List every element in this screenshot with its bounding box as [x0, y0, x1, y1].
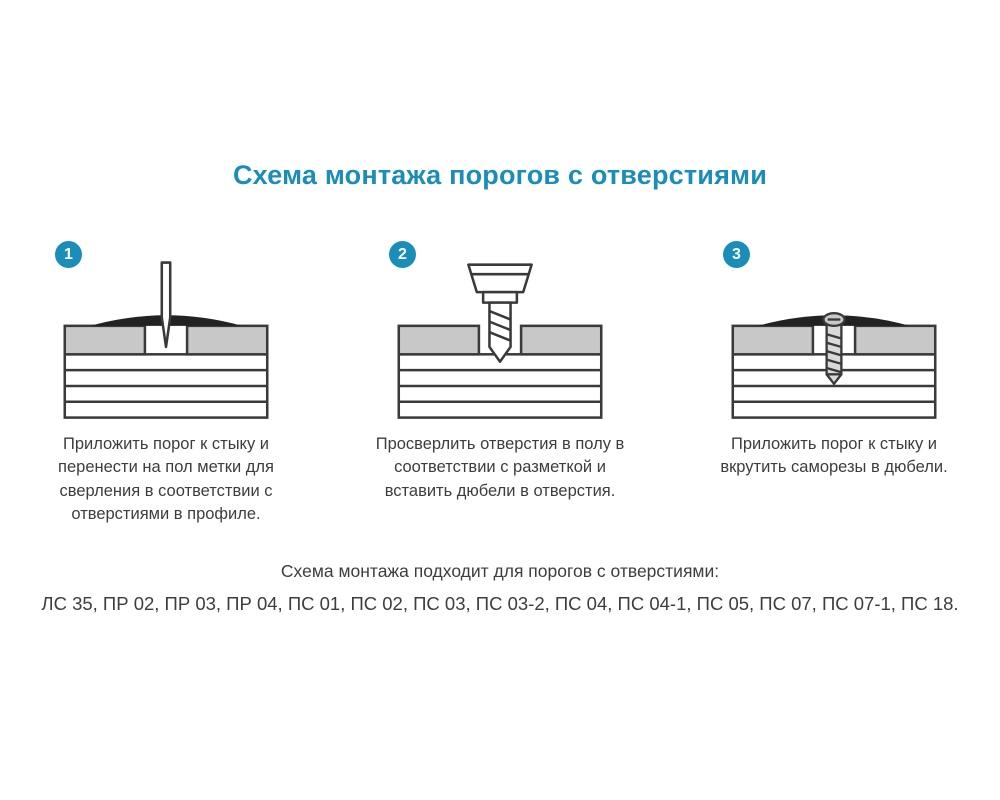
- step-1-caption: Приложить порог к стыку и перенести на п…: [58, 435, 274, 524]
- footer-compatibility-text: Схема монтажа подходит для порогов с отв…: [280, 560, 720, 581]
- step-1: 1 Приложить порог к стыку и перенести на…: [41, 241, 291, 527]
- step-1-number-badge: 1: [55, 241, 82, 268]
- marking-awl-icon: [160, 261, 172, 349]
- step-3-screwing-illustration: [731, 312, 937, 419]
- step-2: 2: [375, 241, 625, 527]
- floor-cross-section: [397, 324, 603, 419]
- step-3-caption: Приложить порог к стыку и вкрутить самор…: [720, 435, 948, 477]
- step-3-number-badge: 3: [723, 241, 750, 268]
- floor-cross-section: [731, 324, 937, 419]
- step-2-caption: Просверлить отверстия в полу в соответст…: [375, 435, 625, 500]
- footer: Схема монтажа подходит для порогов с отв…: [0, 561, 1000, 615]
- steps-row: 1 Приложить порог к стыку и перенести на…: [0, 241, 1000, 527]
- floor-cross-section: [63, 324, 269, 419]
- step-1-marking-illustration: [63, 261, 269, 419]
- footer-model-list: ЛС 35, ПР 02, ПР 03, ПР 04, ПС 01, ПС 02…: [41, 592, 959, 614]
- page-title: Схема монтажа порогов с отверстиями: [232, 160, 768, 190]
- step-2-drilling-illustration: [397, 263, 603, 419]
- step-2-number-badge: 2: [389, 241, 416, 268]
- drill-icon: [467, 263, 533, 363]
- screw-icon: [822, 312, 846, 386]
- step-3: 3: [709, 241, 959, 527]
